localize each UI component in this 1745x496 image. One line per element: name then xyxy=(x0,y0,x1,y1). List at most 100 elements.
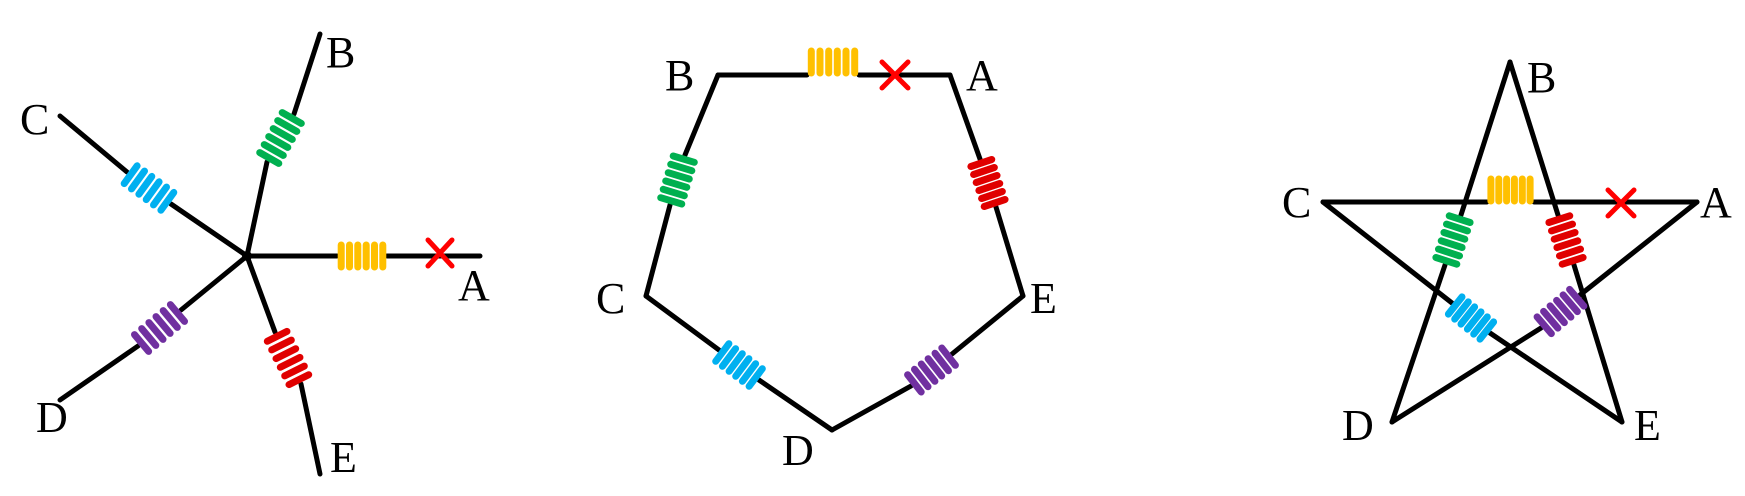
coil-winding xyxy=(669,152,698,166)
coil-winding xyxy=(131,331,153,355)
coil-winding xyxy=(1545,212,1574,226)
coil-winding xyxy=(1540,307,1562,332)
coil-c xyxy=(712,340,766,390)
coil-winding xyxy=(150,183,170,209)
star-diagram: A B C D E xyxy=(20,28,490,482)
coil-winding xyxy=(278,109,305,127)
coil-winding xyxy=(159,307,181,331)
star-label-b: B xyxy=(326,28,355,77)
coil-winding xyxy=(1444,293,1466,318)
coil-winding xyxy=(135,172,156,198)
star-label-d: D xyxy=(36,393,68,442)
coil-winding xyxy=(1558,254,1587,268)
coil-winding xyxy=(157,188,178,214)
coil-b xyxy=(256,109,305,167)
coil-winding xyxy=(664,169,693,183)
coil-winding xyxy=(657,194,686,208)
fault-x-icon xyxy=(1605,187,1637,219)
coil-winding xyxy=(281,362,308,380)
coil-winding xyxy=(917,360,939,385)
pentagram-wires xyxy=(1320,59,1700,425)
coil-winding xyxy=(1553,296,1575,321)
coil-winding xyxy=(659,185,688,200)
coil-a xyxy=(1487,175,1534,205)
coil-winding xyxy=(120,162,141,188)
coil-winding xyxy=(1548,220,1576,235)
coil-winding xyxy=(1432,254,1461,268)
coil-winding xyxy=(738,360,760,385)
fault-x-icon xyxy=(425,237,455,269)
coil-winding xyxy=(911,365,932,391)
coil-b xyxy=(657,152,698,208)
coil-winding xyxy=(1445,212,1474,226)
coil-winding xyxy=(256,149,283,167)
coil-d xyxy=(131,301,188,355)
coil-winding xyxy=(269,125,296,143)
pentagon-label-d: D xyxy=(782,426,814,475)
coil-winding xyxy=(1443,220,1471,235)
coil-winding xyxy=(166,301,188,325)
coil-winding xyxy=(1435,245,1463,260)
star-neutral-node xyxy=(242,251,252,261)
coil-e xyxy=(263,327,313,389)
pentagon-label-b: B xyxy=(665,51,694,100)
coil-winding xyxy=(967,156,996,170)
coil-winding xyxy=(667,160,696,175)
pentagram-diagram: A B C D E xyxy=(1282,53,1732,450)
star-label-c: C xyxy=(20,95,49,144)
coil-winding xyxy=(152,313,174,337)
pentagram-label-d: D xyxy=(1342,401,1374,450)
star-label-a: A xyxy=(458,261,490,310)
coil-winding xyxy=(1476,318,1498,343)
coil-winding xyxy=(931,349,952,375)
coil-winding xyxy=(1546,302,1568,327)
coil-winding xyxy=(142,178,163,204)
fault-x-icon xyxy=(879,59,911,91)
pentagram-label-a: A xyxy=(1700,178,1732,227)
coil-winding xyxy=(1553,237,1582,251)
star-wires xyxy=(57,31,483,477)
coil-winding xyxy=(718,345,740,370)
coil-winding xyxy=(972,172,1001,186)
coil-winding xyxy=(1556,245,1584,260)
coil-e xyxy=(967,156,1009,210)
coil-winding xyxy=(1437,237,1466,251)
coil-c xyxy=(120,162,178,214)
coil-winding xyxy=(1451,298,1472,323)
coil-e xyxy=(1545,212,1587,268)
coil-winding xyxy=(272,345,300,363)
pentagram-label-b: B xyxy=(1527,53,1556,102)
coil-a xyxy=(337,241,387,271)
coil-winding xyxy=(1463,308,1485,333)
pentagram-label-e: E xyxy=(1634,401,1661,450)
coil-winding xyxy=(128,167,148,193)
coil-winding xyxy=(745,365,766,390)
star-label-e: E xyxy=(330,433,357,482)
coil-a xyxy=(807,47,859,77)
coil-c xyxy=(1444,293,1498,343)
pentagon-diagram: A B C D E xyxy=(596,47,1057,475)
coil-b xyxy=(1432,212,1474,268)
pentagon-label-e: E xyxy=(1030,274,1057,323)
coil-winding xyxy=(145,319,167,343)
coil-winding xyxy=(263,327,291,345)
coil-d xyxy=(904,344,959,396)
coil-winding xyxy=(938,344,959,369)
coil-winding xyxy=(1550,229,1579,243)
pentagram-label-c: C xyxy=(1282,178,1311,227)
coil-winding xyxy=(924,355,946,380)
coil-winding xyxy=(1470,313,1491,338)
coil-winding xyxy=(274,117,301,135)
coil-winding xyxy=(1566,285,1588,310)
coil-winding xyxy=(712,340,733,365)
coil-winding xyxy=(268,336,295,354)
coil-winding xyxy=(1457,303,1479,328)
pentagon-label-c: C xyxy=(596,274,625,323)
coil-winding xyxy=(285,371,313,389)
coil-winding xyxy=(980,196,1009,210)
coil-winding xyxy=(138,325,160,349)
coil-winding xyxy=(1533,313,1555,338)
coil-winding xyxy=(276,353,304,371)
coil-winding xyxy=(978,188,1006,202)
